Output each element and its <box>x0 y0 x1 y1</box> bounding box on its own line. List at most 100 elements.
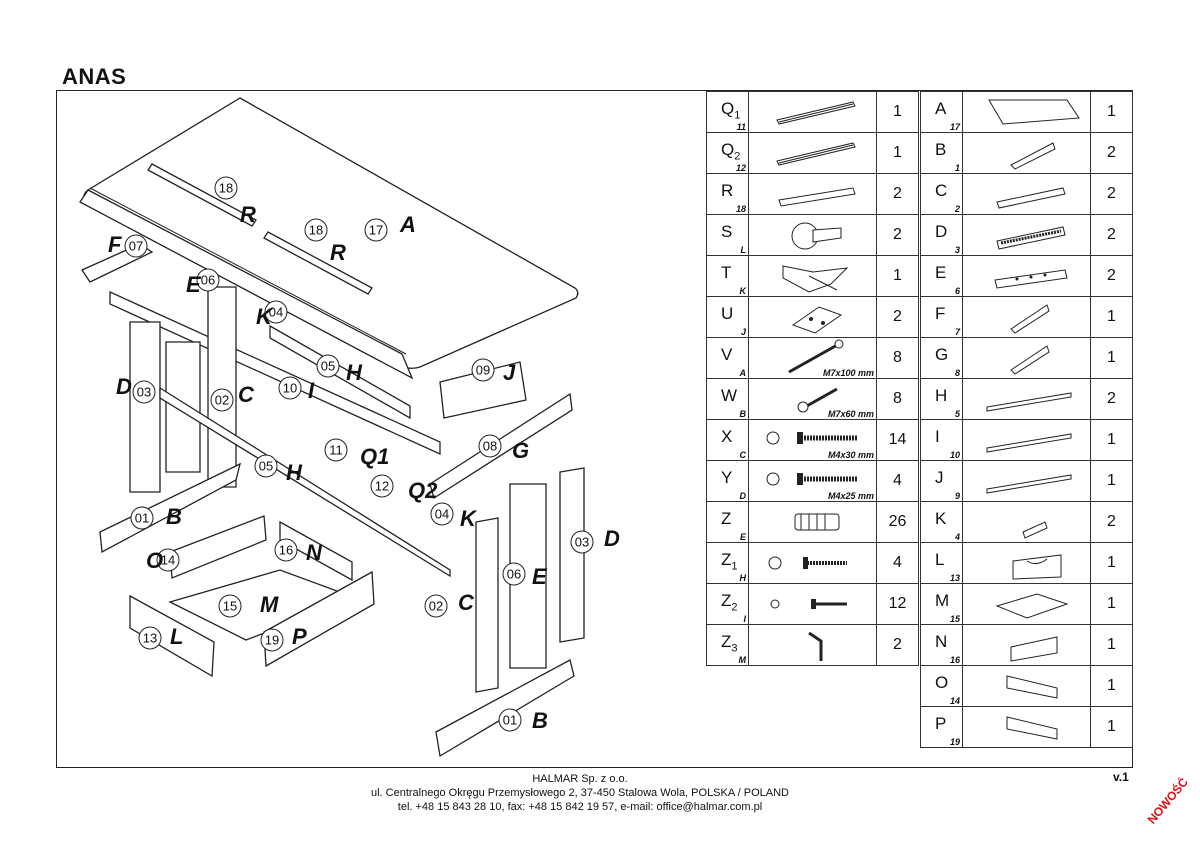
callout-letter: C <box>458 590 475 615</box>
hardware-letter: X <box>721 427 733 446</box>
callout-circle <box>218 594 242 618</box>
tabletop-icon <box>987 99 1080 125</box>
callout-number: 14 <box>161 553 175 568</box>
callout-letter: D <box>604 526 620 551</box>
callout-number: 16 <box>279 543 293 558</box>
drawer-back-icon <box>1010 636 1057 662</box>
callout-letter: I <box>308 378 315 403</box>
hardware-letter: Z <box>721 591 732 610</box>
hardware-ref: I <box>743 614 746 624</box>
callout-circle <box>324 438 348 462</box>
callout-letter: N <box>306 540 323 565</box>
drawer-front-icon <box>1012 554 1061 580</box>
version-label: v.1 <box>1113 770 1129 784</box>
part-quantity: 2 <box>1090 255 1133 297</box>
hardware-picture <box>748 173 877 215</box>
callout-number: 06 <box>201 273 215 288</box>
callout-number: 01 <box>503 713 517 728</box>
drawer-side-icon <box>1006 675 1057 699</box>
callout-number: 02 <box>215 393 229 408</box>
hardware-quantity: 4 <box>876 542 919 584</box>
panel-icon <box>995 187 1066 209</box>
part-callout: 02 C <box>210 382 255 412</box>
hardware-ref: A <box>739 368 747 378</box>
hardware-ref: E <box>739 532 746 542</box>
part-picture <box>962 214 1091 256</box>
callout-letter: K <box>256 304 274 329</box>
callout-circle <box>138 626 162 650</box>
hardware-letter: Q <box>721 99 735 118</box>
screw-icon <box>766 431 857 445</box>
callout-circle <box>430 502 454 526</box>
hardware-letter: R <box>721 181 734 200</box>
hardware-dimension: M4x30 mm <box>827 450 874 460</box>
part-quantity: 2 <box>1090 214 1133 256</box>
part-quantity: 1 <box>1090 665 1133 707</box>
callout-circle <box>316 354 340 378</box>
part-picture <box>962 542 1091 584</box>
part-quantity: 2 <box>1090 378 1133 420</box>
part-picture <box>962 501 1091 543</box>
callout-number: 15 <box>223 599 237 614</box>
part-ref: 14 <box>949 696 960 706</box>
drilled-panel-icon <box>993 269 1068 289</box>
rail-icon <box>775 142 856 166</box>
callout-letter: H <box>286 460 303 485</box>
callout-letter: H <box>346 360 363 385</box>
part-ref: 3 <box>954 245 960 255</box>
hardware-ref: 11 <box>736 122 746 132</box>
callout-number: 03 <box>137 385 151 400</box>
callout-circle <box>130 506 154 530</box>
callout-circle <box>498 708 522 732</box>
callout-circle <box>156 548 180 572</box>
callout-circle <box>264 300 288 324</box>
part-quantity: 1 <box>1090 419 1133 461</box>
callout-letter: B <box>532 708 548 733</box>
knob-icon <box>791 222 841 250</box>
hardware-letter: V <box>721 345 733 364</box>
hardware-ref: H <box>739 573 747 583</box>
callout-circle <box>254 454 278 478</box>
callout-letter: Q1 <box>360 444 389 469</box>
hardware-dimension: M4x25 mm <box>827 491 874 501</box>
board-icon <box>1009 345 1050 375</box>
part-callout: 07F <box>108 232 148 258</box>
hardware-letter: W <box>721 386 738 405</box>
callout-letter: E <box>186 272 202 297</box>
callout-number: 09 <box>476 363 490 378</box>
part-picture <box>962 624 1091 666</box>
hardware-picture: M7x100 mm <box>748 337 877 379</box>
hardware-ref: L <box>740 245 747 255</box>
part-picture <box>962 91 1091 133</box>
callout-number: 04 <box>435 507 449 522</box>
part-ref: 4 <box>954 532 960 542</box>
hardware-picture <box>748 214 877 256</box>
part-ref: 1 <box>954 163 960 173</box>
part-quantity: 1 <box>1090 624 1133 666</box>
callout-letter: C <box>238 382 255 407</box>
callout-circle <box>570 530 594 554</box>
small-block-icon <box>1021 521 1048 539</box>
document-title: ANAS <box>62 64 127 89</box>
part-quantity: 2 <box>1090 501 1133 543</box>
part-callout: 03D <box>116 374 156 404</box>
tiny-screw-icon <box>770 599 847 609</box>
